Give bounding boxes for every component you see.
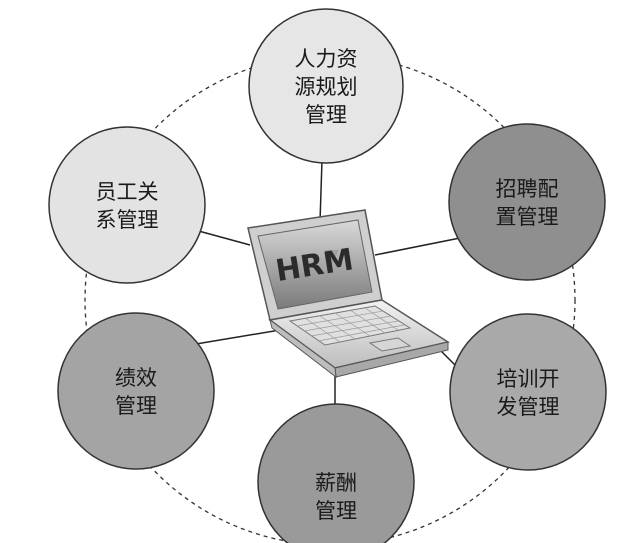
- node-planning-line-1: 人力资: [295, 47, 358, 71]
- node-training-line-2: 发管理: [497, 395, 560, 419]
- connector-recruitment: [374, 237, 461, 256]
- node-compensation-line-2: 管理: [315, 499, 357, 523]
- node-performance-circle: [57, 312, 215, 470]
- laptop-icon: HRM: [247, 209, 450, 379]
- connector-performance: [189, 329, 281, 346]
- connector-planning: [319, 159, 323, 223]
- node-training-line-1: 培训开: [497, 367, 560, 391]
- keyboard-key-lines: [296, 307, 405, 343]
- connector-lines: [189, 159, 461, 420]
- node-circles: [48, 8, 607, 543]
- node-labels: 人力资 源规划 管理 招聘配 置管理 培训开 发管理 薪酬 管理 绩效 管理 员…: [96, 47, 560, 523]
- screen-arrow-up-icon: [288, 256, 302, 270]
- node-performance-line-1: 绩效: [115, 366, 157, 390]
- node-training-circle: [449, 313, 607, 471]
- node-compensation-circle: [257, 403, 415, 543]
- screen-arrow-down-icon: [325, 250, 339, 264]
- node-relations-circle: [48, 126, 206, 284]
- node-planning-line-3: 管理: [305, 103, 347, 127]
- laptop-keyboard: [288, 305, 412, 346]
- node-recruitment-line-1: 招聘配: [496, 177, 559, 201]
- laptop-touchpad: [368, 337, 412, 352]
- node-planning-line-2: 源规划: [295, 75, 358, 99]
- laptop-screen: [257, 219, 373, 310]
- laptop-base-side: [269, 318, 337, 379]
- node-relations-line-2: 系管理: [96, 208, 159, 232]
- node-relations-line-1: 员工关: [96, 180, 159, 204]
- node-planning-circle: [248, 8, 404, 164]
- connector-relations: [194, 229, 251, 246]
- node-recruitment-circle: [448, 123, 606, 281]
- node-performance-line-2: 管理: [115, 394, 157, 418]
- node-compensation-line-1: 薪酬: [315, 471, 357, 495]
- node-recruitment-line-2: 置管理: [496, 205, 559, 229]
